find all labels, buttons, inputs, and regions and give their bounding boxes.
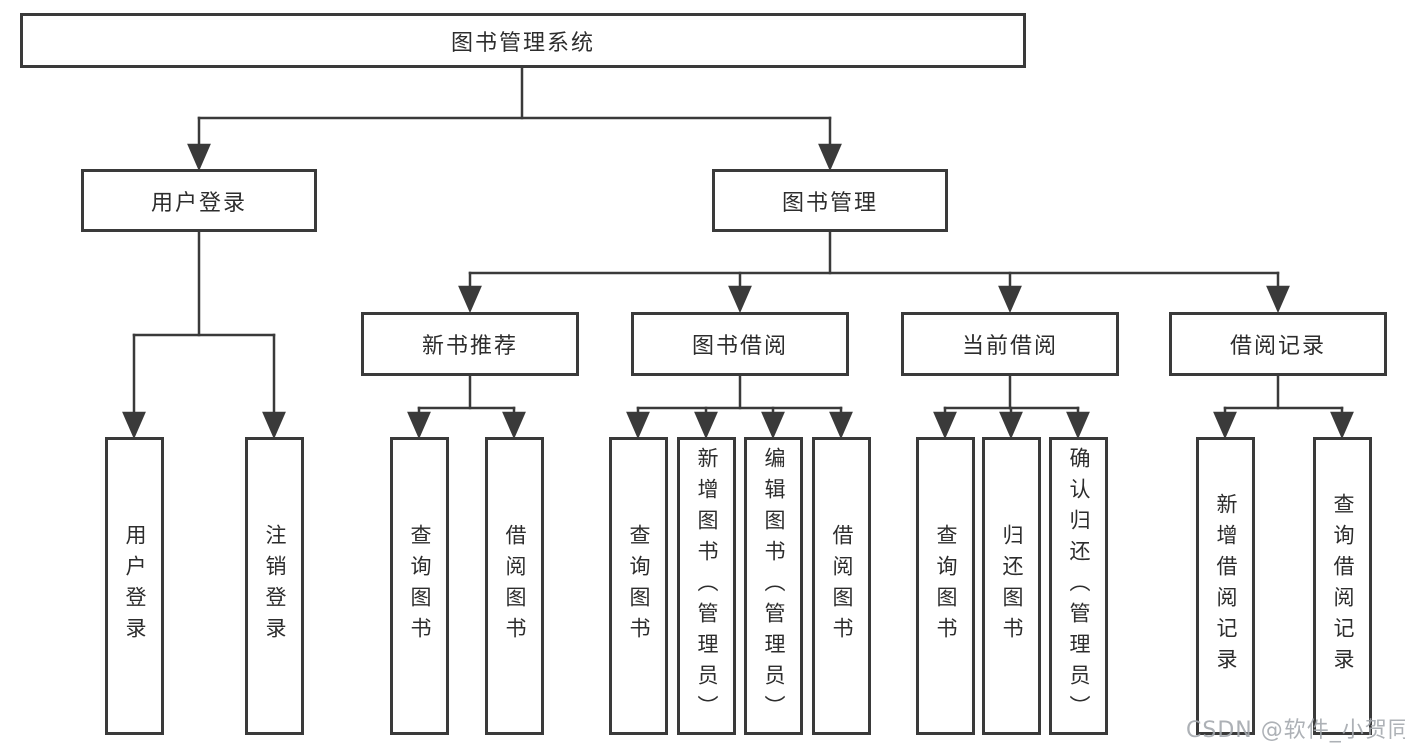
node-book-management: 图书管理 <box>712 169 948 232</box>
node-leaf-query-books-3: 查询图书 <box>916 437 975 735</box>
node-leaf-query-borrow-record: 查询借阅记录 <box>1313 437 1372 735</box>
node-new-book-recommend: 新书推荐 <box>361 312 579 376</box>
node-borrow-records: 借阅记录 <box>1169 312 1387 376</box>
arrow-down-icon <box>933 411 957 440</box>
csdn-watermark: CSDN @软件_小贺同学 <box>1186 718 1405 743</box>
node-leaf-confirm-return-admin: 确认归还（管理员） <box>1049 437 1108 735</box>
arrow-down-icon <box>407 411 431 440</box>
node-leaf-add-books-admin: 新增图书（管理员） <box>677 437 736 735</box>
arrow-down-icon <box>999 411 1023 440</box>
arrow-down-icon <box>761 411 785 440</box>
arrow-down-icon <box>728 285 752 314</box>
connector-book-mgmt-to-level3 <box>458 229 1290 314</box>
node-leaf-query-books-1: 查询图书 <box>390 437 449 735</box>
arrow-down-icon <box>187 143 211 172</box>
arrow-down-icon <box>829 411 853 440</box>
arrow-down-icon <box>458 285 482 314</box>
arrow-down-icon <box>998 285 1022 314</box>
arrow-down-icon <box>262 411 286 440</box>
node-leaf-borrow-books-1: 借阅图书 <box>485 437 544 735</box>
arrow-down-icon <box>626 411 650 440</box>
arrow-down-icon <box>694 411 718 440</box>
node-leaf-edit-books-admin: 编辑图书（管理员） <box>744 437 803 735</box>
connector-new-book-children <box>407 373 526 440</box>
node-leaf-logout: 注销登录 <box>245 437 304 735</box>
connector-user-login-children <box>122 229 286 440</box>
arrow-down-icon <box>818 143 842 172</box>
node-leaf-query-books-2: 查询图书 <box>609 437 668 735</box>
node-leaf-borrow-books-2: 借阅图书 <box>812 437 871 735</box>
node-leaf-return-books: 归还图书 <box>982 437 1041 735</box>
arrow-down-icon <box>1266 285 1290 314</box>
arrow-down-icon <box>502 411 526 440</box>
arrow-down-icon <box>1330 411 1354 440</box>
node-current-borrow: 当前借阅 <box>901 312 1119 376</box>
connector-root-to-level2 <box>187 65 842 172</box>
arrow-down-icon <box>1066 411 1090 440</box>
connector-current-borrow-children <box>933 373 1090 440</box>
node-leaf-add-borrow-record: 新增借阅记录 <box>1196 437 1255 735</box>
node-leaf-user-login: 用户登录 <box>105 437 164 735</box>
node-book-borrow: 图书借阅 <box>631 312 849 376</box>
arrow-down-icon <box>122 411 146 440</box>
arrow-down-icon <box>1213 411 1237 440</box>
node-book-management-system: 图书管理系统 <box>20 13 1026 68</box>
node-user-login: 用户登录 <box>81 169 317 232</box>
connector-book-borrow-children <box>626 373 853 440</box>
connector-borrow-records-children <box>1213 373 1354 440</box>
